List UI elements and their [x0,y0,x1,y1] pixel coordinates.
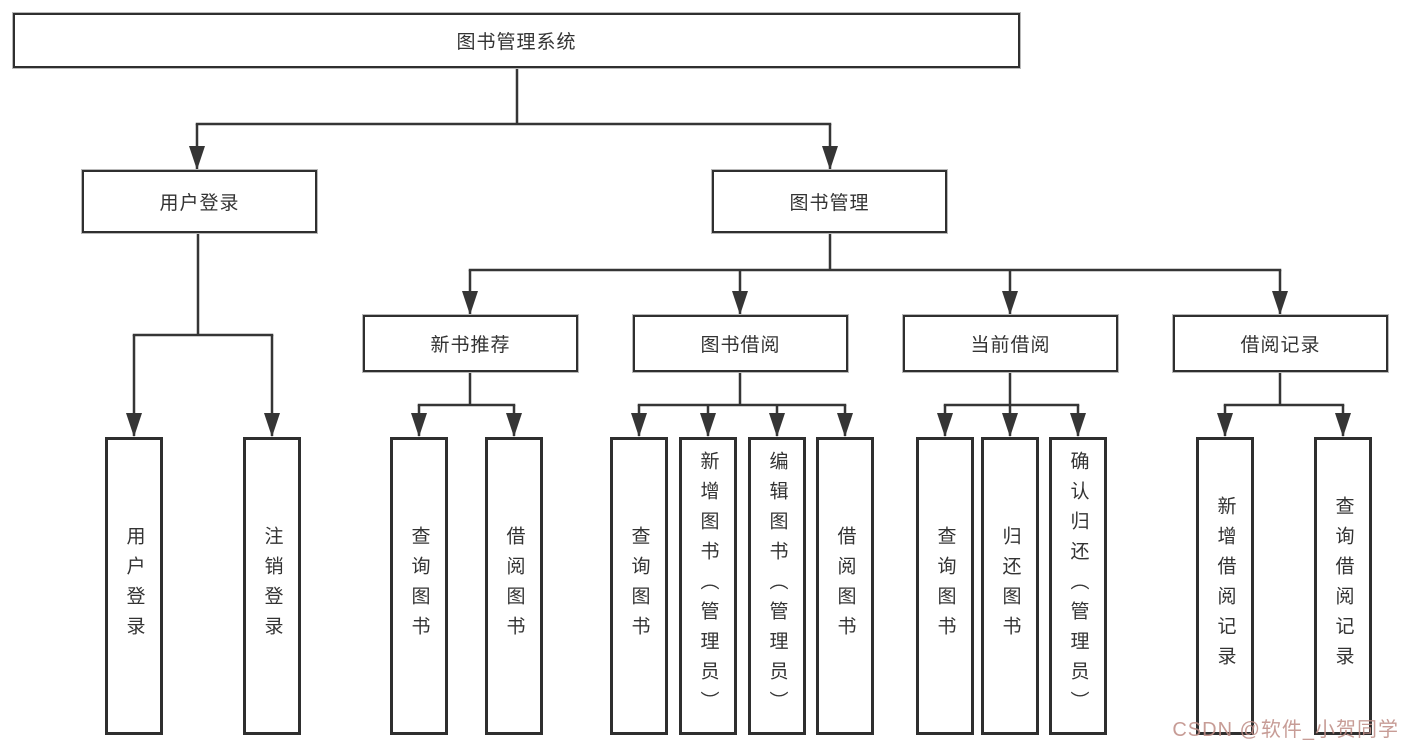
leaf-query-books-recommend: 查询图书 [390,437,448,735]
node-label: 归还图书 [999,526,1021,646]
node-book-borrowing: 图书借阅 [633,315,848,372]
leaf-query-books-borrowing: 查询图书 [610,437,668,735]
leaf-confirm-return-admin: 确认归还（管理员） [1049,437,1107,735]
node-label: 查询图书 [408,526,430,646]
leaf-logout: 注销登录 [243,437,301,735]
node-label: 查询借阅记录 [1332,496,1354,676]
node-user-login-branch: 用户登录 [82,170,317,233]
leaf-user-login: 用户登录 [105,437,163,735]
node-label: 图书借阅 [700,335,781,356]
node-label: 借阅记录 [1240,335,1321,356]
node-borrowing-records: 借阅记录 [1173,315,1388,372]
node-label: 借阅图书 [503,526,525,646]
node-label: 新增图书（管理员） [697,451,719,721]
node-label: 注销登录 [261,526,283,646]
leaf-borrow-books-recommend: 借阅图书 [485,437,543,735]
leaf-borrow-books-borrowing: 借阅图书 [816,437,874,735]
node-current-borrowing: 当前借阅 [903,315,1118,372]
leaf-add-book-admin: 新增图书（管理员） [679,437,737,735]
leaf-return-book: 归还图书 [981,437,1039,735]
node-label: 当前借阅 [970,335,1051,356]
node-label: 新增借阅记录 [1214,496,1236,676]
node-root-system: 图书管理系统 [13,13,1020,68]
node-label: 图书管理系统 [456,32,577,53]
csdn-watermark: CSDN @软件_小贺同学 [1172,719,1399,741]
node-label: 新书推荐 [430,335,511,356]
node-label: 编辑图书（管理员） [766,451,788,721]
leaf-query-books-current: 查询图书 [916,437,974,735]
node-label: 借阅图书 [834,526,856,646]
node-label: 用户登录 [123,526,145,646]
node-book-management-branch: 图书管理 [712,170,947,233]
node-label: 用户登录 [159,193,240,214]
leaf-edit-book-admin: 编辑图书（管理员） [748,437,806,735]
leaf-add-borrow-record: 新增借阅记录 [1196,437,1254,735]
node-label: 查询图书 [934,526,956,646]
node-label: 图书管理 [789,193,870,214]
leaf-query-borrow-record: 查询借阅记录 [1314,437,1372,735]
node-new-book-recommend: 新书推荐 [363,315,578,372]
node-label: 确认归还（管理员） [1067,451,1089,721]
arrow-connectors [126,124,1351,437]
tree-connector-lines [132,66,1345,407]
node-label: 查询图书 [628,526,650,646]
